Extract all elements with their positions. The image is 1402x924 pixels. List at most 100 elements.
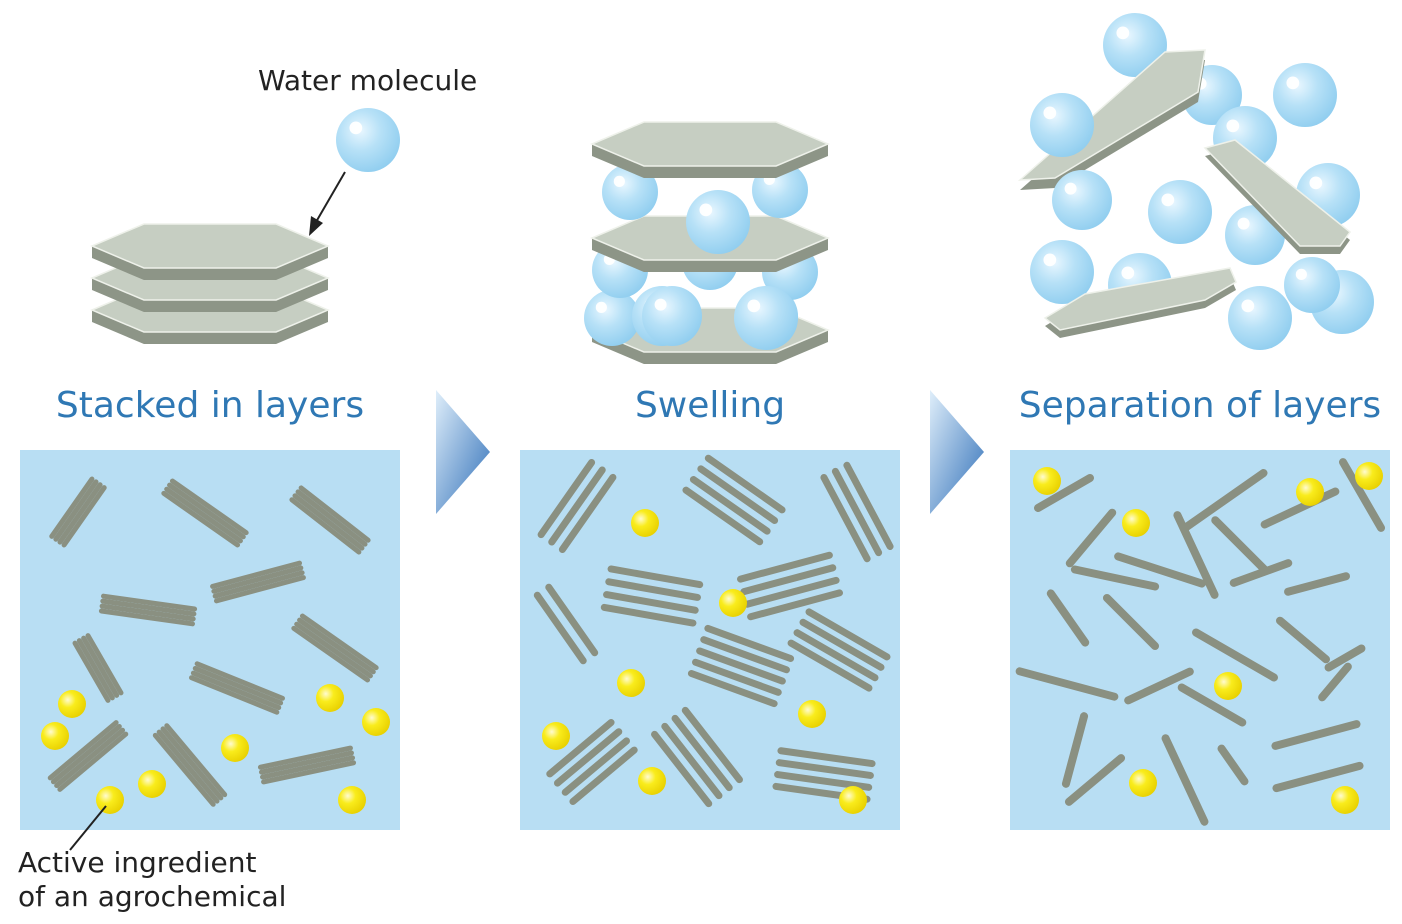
clay-particle	[1229, 559, 1293, 587]
clay-particle	[1114, 552, 1206, 588]
clay-particle	[1070, 565, 1160, 591]
clay-particle	[1318, 662, 1352, 702]
clay-particle	[533, 583, 599, 665]
clay-particle	[72, 633, 124, 703]
active-ingredient-icon	[631, 509, 659, 537]
active-ingredient-icon	[316, 684, 344, 712]
clay-particle	[1015, 667, 1119, 701]
clay-particle	[546, 718, 638, 806]
water-molecule-icon	[336, 108, 400, 172]
active-ingredient-icon	[58, 690, 86, 718]
clay-particle	[1102, 593, 1160, 651]
water-molecule-icon	[1284, 257, 1340, 313]
clay-particle	[189, 661, 285, 715]
clay-particle	[1211, 516, 1269, 574]
water-molecule-icon	[642, 286, 702, 346]
active-ingredient-icon	[542, 722, 570, 750]
clay-particle	[1065, 508, 1117, 568]
clay-particle	[737, 551, 843, 621]
dispersion-panels	[20, 450, 1390, 830]
active-ingredient-icon	[1355, 462, 1383, 490]
clay-particle	[291, 613, 379, 683]
clay-particle	[1217, 744, 1249, 786]
clay-particle	[1182, 469, 1268, 531]
clay-particle	[289, 485, 371, 555]
clay-particle	[1064, 754, 1126, 806]
water-molecule-icon	[1148, 180, 1212, 244]
top-illustrations	[90, 13, 1374, 364]
ingredient-pointer-line	[69, 805, 107, 851]
clay-particle	[1324, 644, 1366, 672]
clay-particle	[687, 624, 795, 708]
clay-particle	[161, 478, 249, 548]
active-ingredient-label-line2: of an agrochemical	[18, 880, 287, 913]
step-arrows	[436, 390, 984, 514]
clay-particle	[1173, 511, 1219, 599]
active-ingredient-icon	[1129, 769, 1157, 797]
clay-particle	[787, 608, 891, 692]
clay-layer-icon	[1203, 139, 1352, 254]
water-molecule-icon	[734, 286, 798, 350]
clay-particle	[1161, 734, 1209, 826]
clay-particle	[1177, 683, 1247, 727]
clay-particle	[49, 476, 107, 548]
active-ingredient-icon	[638, 767, 666, 795]
next-step-arrow-icon	[436, 390, 490, 514]
clay-particle	[1192, 628, 1278, 682]
active-ingredient-icon	[41, 722, 69, 750]
clay-particle	[682, 454, 786, 546]
active-ingredient-icon	[839, 786, 867, 814]
clay-particle	[98, 593, 198, 627]
clay-particle	[1272, 761, 1364, 793]
water-molecule-icon	[686, 190, 750, 254]
clay-particle	[152, 723, 228, 807]
active-ingredient-icon	[1033, 467, 1061, 495]
clay-particle	[1271, 720, 1361, 750]
clay-particle	[1034, 474, 1094, 512]
water-molecule-icon	[1030, 240, 1094, 304]
water-molecule-icon	[1103, 13, 1167, 77]
clay-particle	[47, 720, 129, 792]
water-molecule-icon	[584, 290, 640, 346]
clay-particle	[1061, 712, 1089, 788]
water-molecule-icon	[1052, 170, 1112, 230]
active-ingredient-icon	[362, 708, 390, 736]
water-molecule-icon	[1273, 63, 1337, 127]
stage-title-stacked: Stacked in layers	[55, 385, 365, 426]
stage-title-separation: Separation of layers	[1018, 385, 1382, 426]
active-ingredient-icon	[1296, 478, 1324, 506]
clay-particle	[820, 461, 894, 563]
next-step-arrow-icon	[930, 390, 984, 514]
clay-particle	[210, 560, 306, 604]
clay-layer-icon	[1043, 267, 1237, 338]
water-molecule-icon	[1030, 93, 1094, 157]
active-ingredient-label-line1: Active ingredient	[18, 846, 257, 879]
water-molecule-icon	[1228, 286, 1292, 350]
active-ingredient-icon	[617, 669, 645, 697]
active-ingredient-icon	[1122, 509, 1150, 537]
clay-particle	[257, 745, 357, 785]
active-ingredient-icon	[798, 700, 826, 728]
clay-particle	[1276, 616, 1330, 664]
clay-particle	[1339, 458, 1385, 532]
pointer-arrowhead-icon	[309, 216, 323, 236]
water-molecule-label: Water molecule	[258, 64, 478, 97]
clay-layer-icon	[90, 223, 330, 280]
active-ingredient-icon	[138, 770, 166, 798]
clay-layer-icon	[590, 121, 830, 178]
active-ingredient-icon	[1331, 786, 1359, 814]
active-ingredient-icon	[221, 734, 249, 762]
clay-particle	[1284, 572, 1350, 596]
clay-particle	[1046, 589, 1090, 647]
water-pointer-line	[315, 171, 346, 223]
active-ingredient-icon	[96, 786, 124, 814]
active-ingredient-icon	[1214, 672, 1242, 700]
clay-particle	[537, 459, 617, 553]
clay-particle	[1260, 487, 1340, 529]
active-ingredient-icon	[719, 589, 747, 617]
clay-particle	[1124, 667, 1194, 705]
active-ingredient-icon	[338, 786, 366, 814]
clay-particle	[600, 565, 704, 627]
clay-particle	[651, 706, 743, 808]
